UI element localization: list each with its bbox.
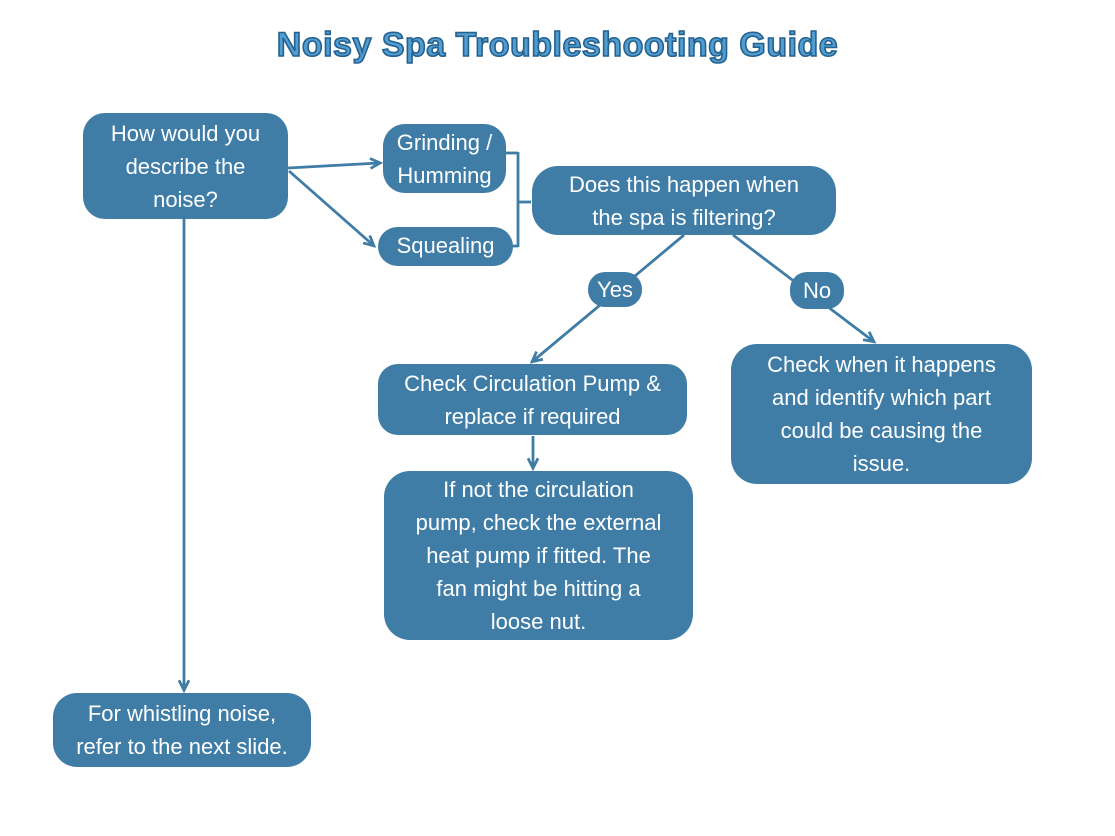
node-filtering-question: Does this happen when the spa is filteri… <box>532 166 836 235</box>
node-check-circulation-pump: Check Circulation Pump & replace if requ… <box>378 364 687 435</box>
node-check-when-it-happens: Check when it happens and identify which… <box>731 344 1032 484</box>
node-squealing: Squealing <box>378 227 513 266</box>
node-describe-noise: How would you describe the noise? <box>83 113 288 219</box>
node-whistling-noise: For whistling noise, refer to the next s… <box>53 693 311 767</box>
node-yes-label: Yes <box>588 272 642 307</box>
connector-question-to-grinding <box>287 163 379 168</box>
node-grinding-humming: Grinding / Humming <box>383 124 506 193</box>
connector-question-to-squealing <box>288 169 373 245</box>
node-check-heat-pump: If not the circulation pump, check the e… <box>384 471 693 640</box>
node-no-label: No <box>790 272 844 309</box>
page-title: Noisy Spa Troubleshooting Guide <box>276 25 839 65</box>
